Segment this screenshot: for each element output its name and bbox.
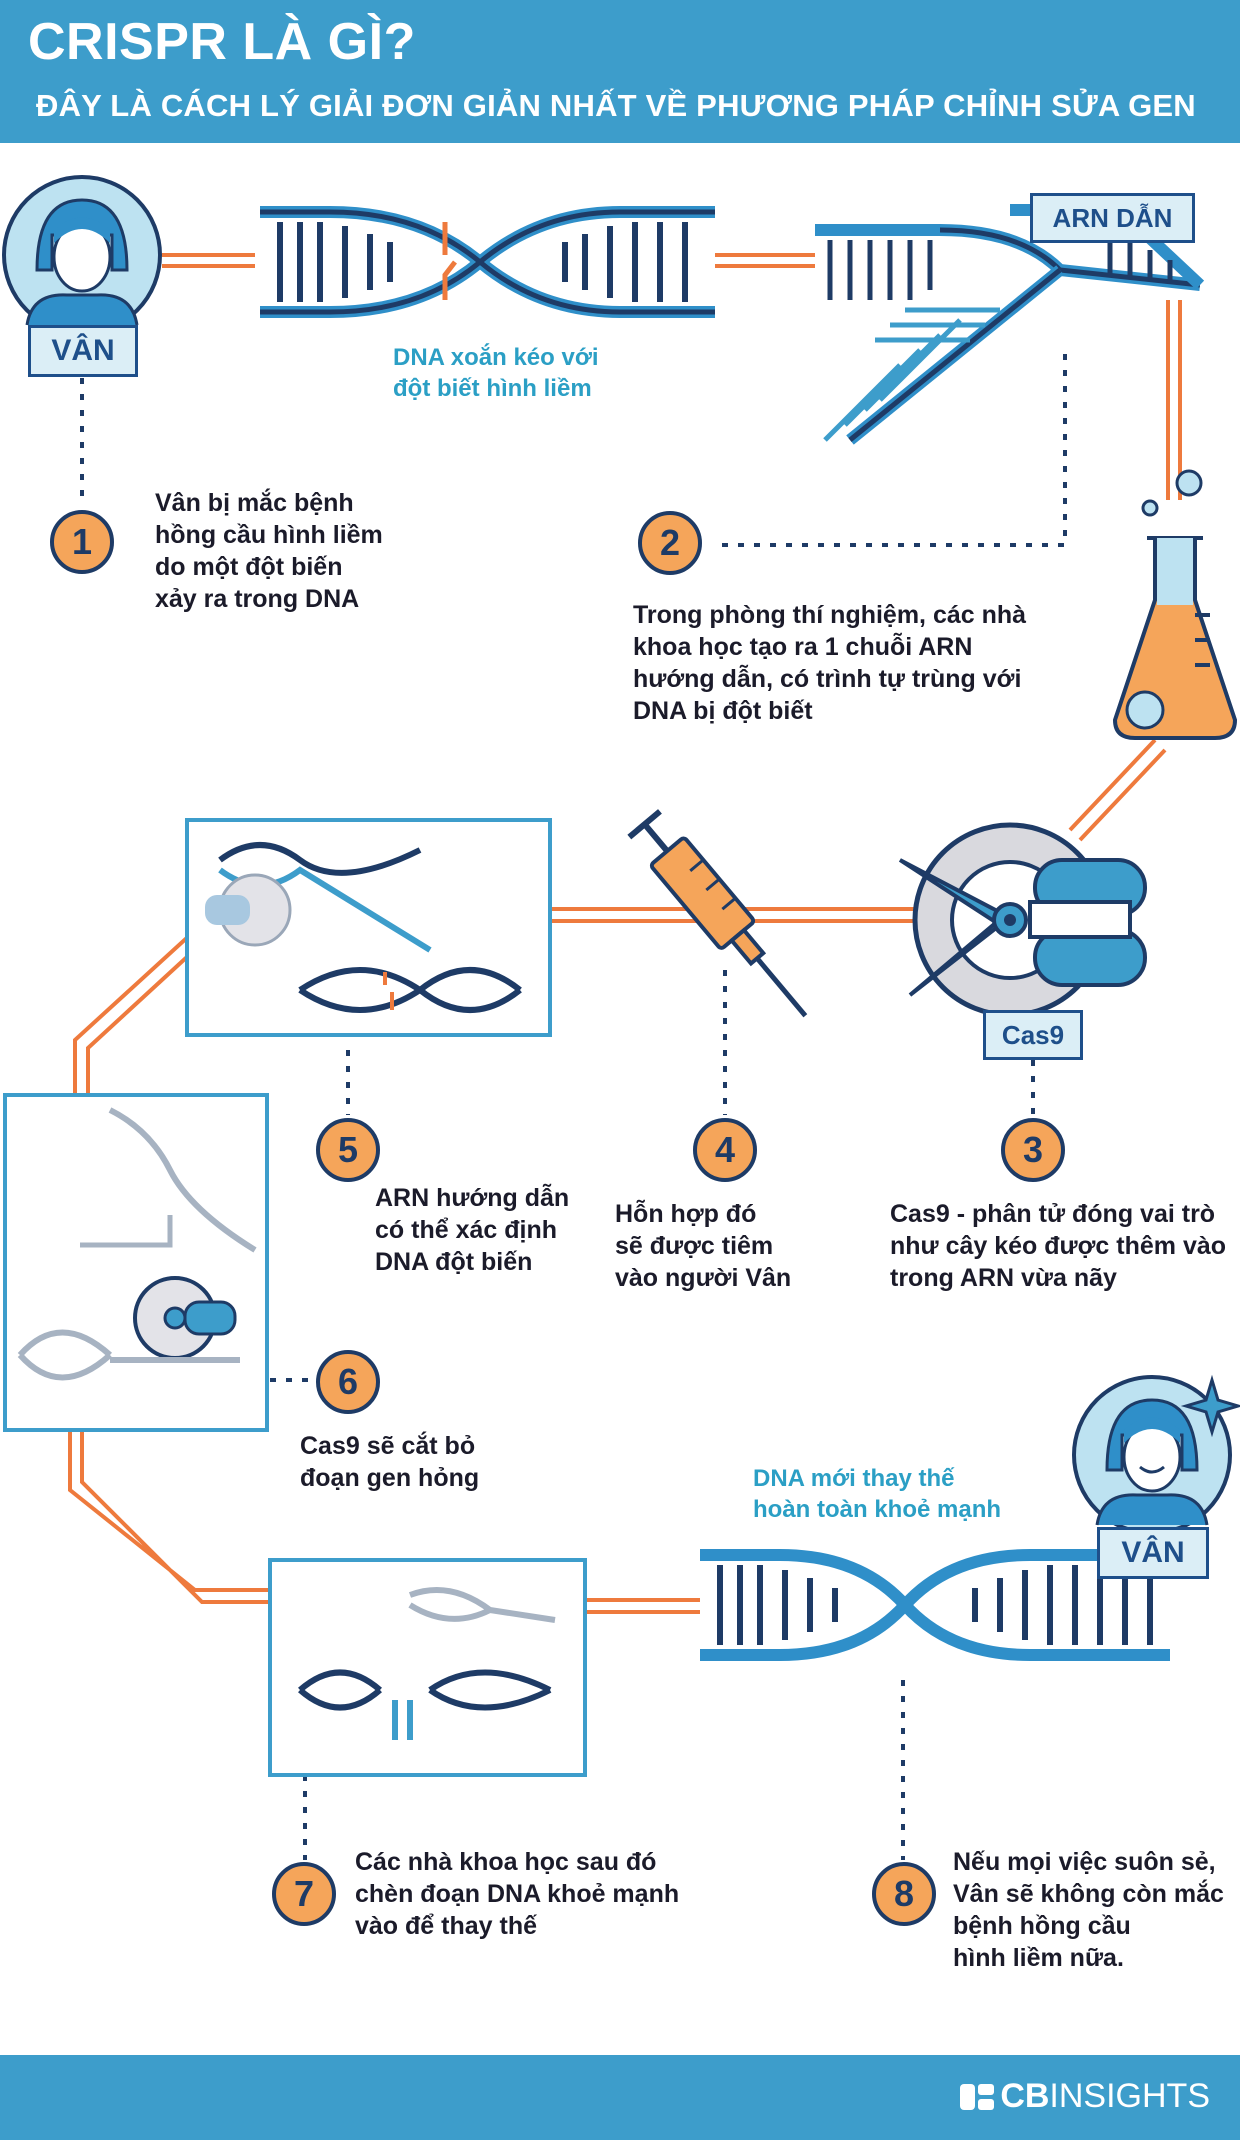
step-number-4: 4 (693, 1118, 757, 1182)
page-title: CRISPR LÀ GÌ? (28, 13, 416, 71)
step-text-6: Cas9 sẽ cắt bỏ đoạn gen hỏng (300, 1432, 480, 1492)
healthy-dna-helix (700, 1549, 1170, 1661)
flask-icon (1112, 469, 1238, 740)
box-rna-target (185, 818, 552, 1037)
step-text-4: Hỗn hợp đó sẽ được tiêm vào người Vân (615, 1200, 792, 1292)
brand-bold: CB (1000, 2077, 1050, 2115)
person-avatar-top (2, 175, 162, 335)
person-label-top: VÂN (28, 325, 138, 377)
dotted-connectors (80, 345, 1067, 1860)
guide-rna-label: ARN DẪN (1030, 193, 1195, 243)
step-number-5: 5 (316, 1118, 380, 1182)
step-text-1: Vân bị mắc bệnh hồng cầu hình liềm do mộ… (155, 489, 383, 613)
brand-logo: CBINSIGHTS (960, 2077, 1210, 2116)
person-avatar-bottom (1072, 1375, 1232, 1535)
step-text-3: Cas9 - phân tử đóng vai trò như cây kéo … (890, 1200, 1227, 1292)
step-text-7: Các nhà khoa học sau đó chèn đoạn DNA kh… (355, 1848, 680, 1940)
guide-rna-helix (815, 204, 1205, 445)
box-cas9-cut (3, 1093, 269, 1432)
step-number-6: 6 (316, 1350, 380, 1414)
header-banner: CRISPR LÀ GÌ? ĐÂY LÀ CÁCH LÝ GIẢI ĐƠN GI… (0, 0, 1240, 143)
step-number-8: 8 (872, 1862, 936, 1926)
caption-sickle-dna: DNA xoắn kéo với đột biết hình liềm (393, 344, 599, 402)
footer-banner: CBINSIGHTS (0, 2055, 1240, 2140)
step-number-7: 7 (272, 1862, 336, 1926)
box-dna-insert (268, 1558, 587, 1777)
step-text-5: ARN hướng dẫn có thể xác định DNA đột bi… (375, 1184, 570, 1276)
step-number-2: 2 (638, 511, 702, 575)
cas9-molecule (898, 822, 1147, 1018)
cas9-label: Cas9 (983, 1010, 1083, 1060)
caption-healthy-dna: DNA mới thay thế hoàn toàn khoẻ mạnh (753, 1465, 1002, 1523)
cb-logo-icon (960, 2083, 995, 2110)
syringe-icon (627, 809, 808, 1018)
brand-rest: INSIGHTS (1049, 2077, 1210, 2115)
sparkle-icon (1180, 1374, 1240, 1438)
page-subtitle: ĐÂY LÀ CÁCH LÝ GIẢI ĐƠN GIẢN NHẤT VỀ PHƯ… (36, 88, 1196, 123)
step-text-2: Trong phòng thí nghiệm, các nhà khoa học… (633, 601, 1027, 725)
sickle-dna-helix (260, 206, 715, 318)
step-number-3: 3 (1001, 1118, 1065, 1182)
step-text-8: Nếu mọi việc suôn sẻ, Vân sẽ không còn m… (953, 1848, 1224, 1972)
person-label-bottom: VÂN (1097, 1527, 1209, 1579)
step-number-1: 1 (50, 510, 114, 574)
